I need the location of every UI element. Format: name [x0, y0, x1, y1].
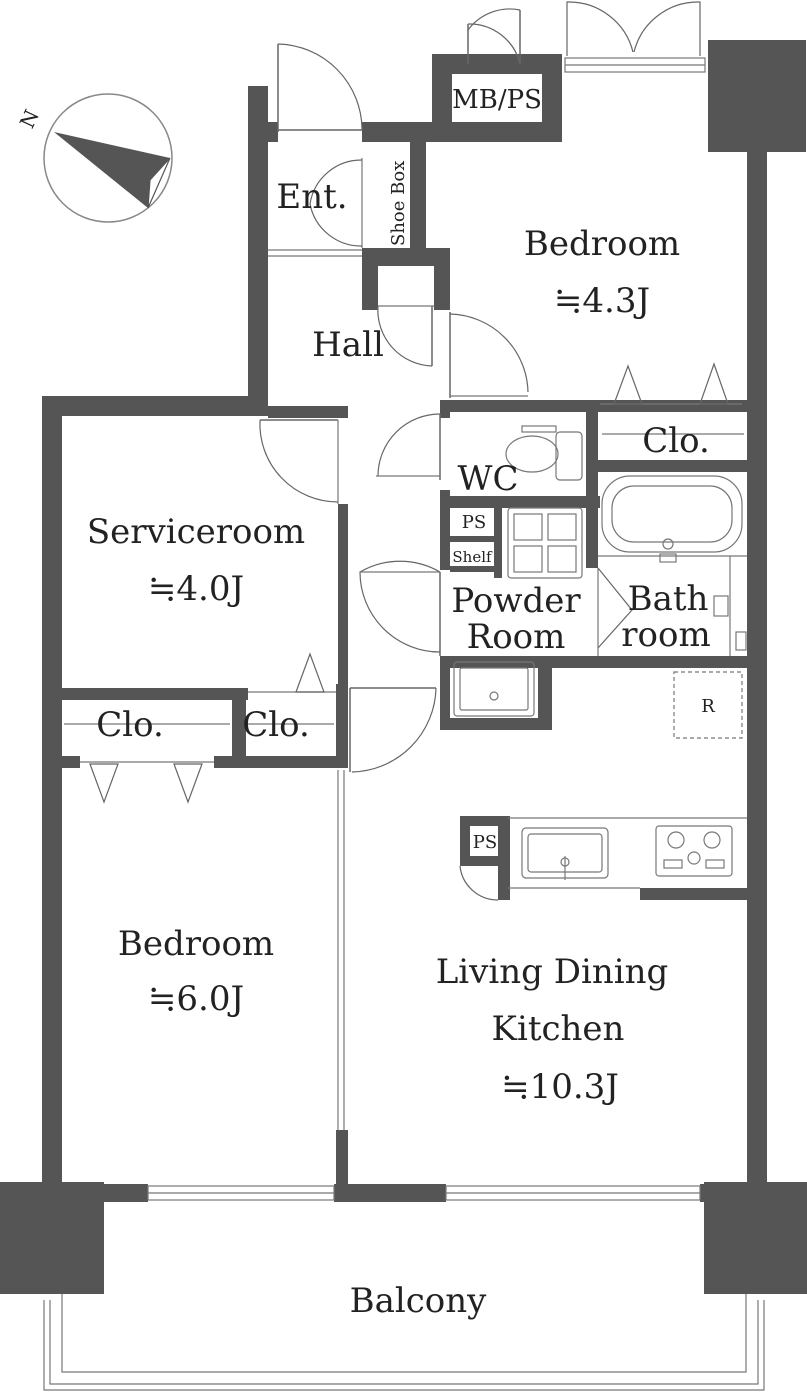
fixtures: [64, 425, 747, 901]
bedroom-top-name: Bedroom: [524, 224, 680, 264]
powder-label-line2: Room: [467, 617, 566, 657]
mbps-label: MB/PS: [452, 85, 542, 115]
powder-label-line1: Powder: [451, 581, 581, 621]
walls: [0, 40, 807, 1294]
fridge-label: R: [701, 696, 715, 717]
balcony-railing: [43, 1294, 765, 1391]
bedroom-left-name: Bedroom: [118, 924, 274, 964]
bath-label-line2: room: [621, 615, 710, 655]
hall-label: Hall: [312, 325, 384, 365]
closet-left1-label: Clo.: [96, 705, 164, 745]
doors: [80, 1, 742, 1130]
shoebox-label: Shoe Box: [388, 161, 409, 246]
entrance-label: Ent.: [276, 177, 347, 217]
bedroom-top-size: ≒4.3J: [554, 281, 650, 321]
serviceroom-name: Serviceroom: [87, 512, 305, 552]
wc-label: WC: [458, 459, 519, 499]
ps1-label: PS: [462, 512, 486, 533]
serviceroom-size: ≒4.0J: [148, 569, 244, 609]
north-arrow-icon: N: [15, 93, 173, 223]
room-labels: Bedroom ≒4.3J Serviceroom ≒4.0J Bedroom …: [87, 85, 715, 1321]
bedroom-left-size: ≒6.0J: [148, 979, 244, 1019]
closet-left2-label: Clo.: [242, 705, 310, 745]
ps2-label: PS: [473, 832, 497, 853]
compass-label: N: [15, 106, 44, 132]
shelf-label: Shelf: [452, 548, 493, 566]
ldk-name-line1: Living Dining: [436, 952, 669, 992]
windows: [147, 57, 706, 1201]
bath-label-line1: Bath: [628, 579, 709, 619]
closet-top-label: Clo.: [642, 421, 710, 461]
balcony-label: Balcony: [350, 1281, 488, 1321]
ldk-size: ≒10.3J: [501, 1067, 619, 1107]
ldk-name-line2: Kitchen: [492, 1009, 625, 1049]
